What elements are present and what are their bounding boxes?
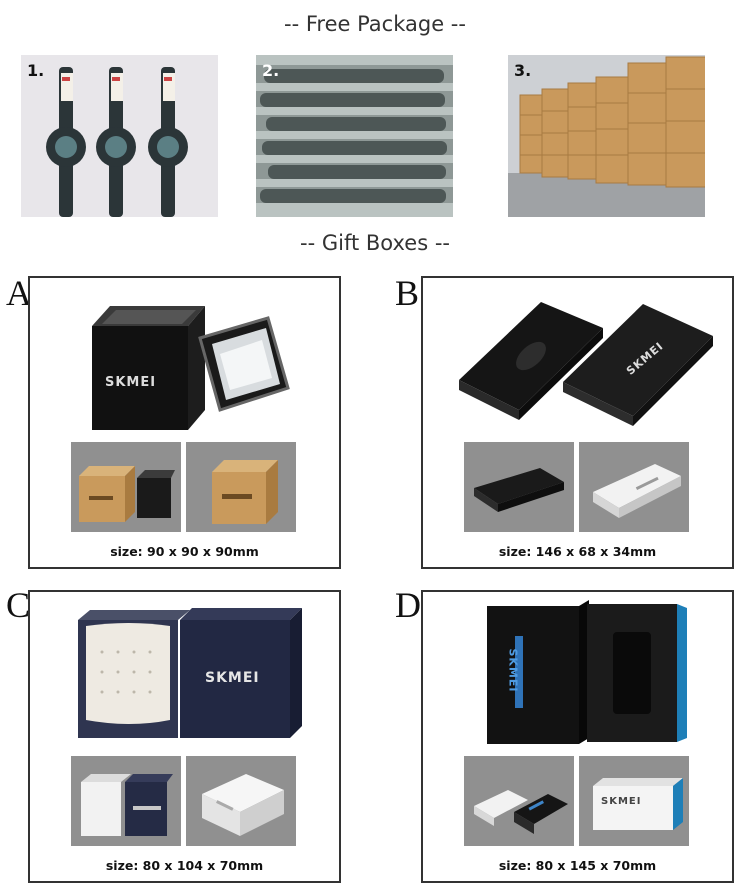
box-letter-c: C [6,585,31,625]
slim-box-image [459,302,713,426]
white-black-box-image [464,756,574,846]
white-long-box-thumb [579,756,689,846]
black-slim-box-image [464,442,574,532]
kraft-carton-image [186,442,296,532]
photo-number: 2. [262,61,280,80]
brand-logo: SKMEI [506,648,520,693]
tall-black-box-image [487,600,687,744]
box-letter-a: A [6,273,32,313]
box-size-label: size: 80 x 145 x 70mm [498,858,657,873]
kraft-carton-closed-thumb [186,442,296,532]
gift-box-b-panel: SKMEI size: 146 x 68 x 34mm [421,276,734,569]
box-size-label: size: 146 x 68 x 34mm [498,544,657,559]
brand-logo: SKMEI [105,375,157,390]
cartons-image [508,55,705,217]
white-box-thumb [186,756,296,846]
photo-number: 3. [514,61,532,80]
kraft-carton-thumb [71,442,181,532]
box-letter-d: D [395,585,421,625]
white-box-image [186,756,296,846]
white-slim-box-thumb [579,442,689,532]
white-slim-box-image [579,442,689,532]
box-size-label: size: 80 x 104 x 70mm [105,858,264,873]
brand-logo: SKMEI [205,670,260,686]
carton-warehouse-photo: 3. [508,55,705,217]
tin-box-image [92,306,290,430]
kraft-cartons-image [71,442,181,532]
gift-box-d-panel: SKMEI SKMEI size: 80 x 145 x 70mm [421,590,734,883]
photo-number: 1. [27,61,45,80]
white-navy-box-image [71,756,181,846]
navy-box-image [78,608,302,738]
gift-box-c-panel: SKMEI size: 80 x 104 x 70mm [28,590,341,883]
free-package-title: -- Free Package -- [284,12,466,36]
black-slim-box-thumb [464,442,574,532]
box-letter-b: B [395,273,420,313]
watches-image [21,55,218,217]
packaged-watches-photo: 1. [21,55,218,217]
brand-logo: SKMEI [601,796,642,807]
gift-boxes-title: -- Gift Boxes -- [300,231,450,255]
box-size-label: size: 90 x 90 x 90mm [110,544,259,559]
gift-box-a-panel: SKMEI size: 90 x 90 x 90mm [28,276,341,569]
white-navy-box-thumb [71,756,181,846]
white-black-box-thumb [464,756,574,846]
bubble-wrap-image [256,55,453,217]
white-long-box-image [579,756,689,846]
bubble-wrap-photo: 2. [256,55,453,217]
